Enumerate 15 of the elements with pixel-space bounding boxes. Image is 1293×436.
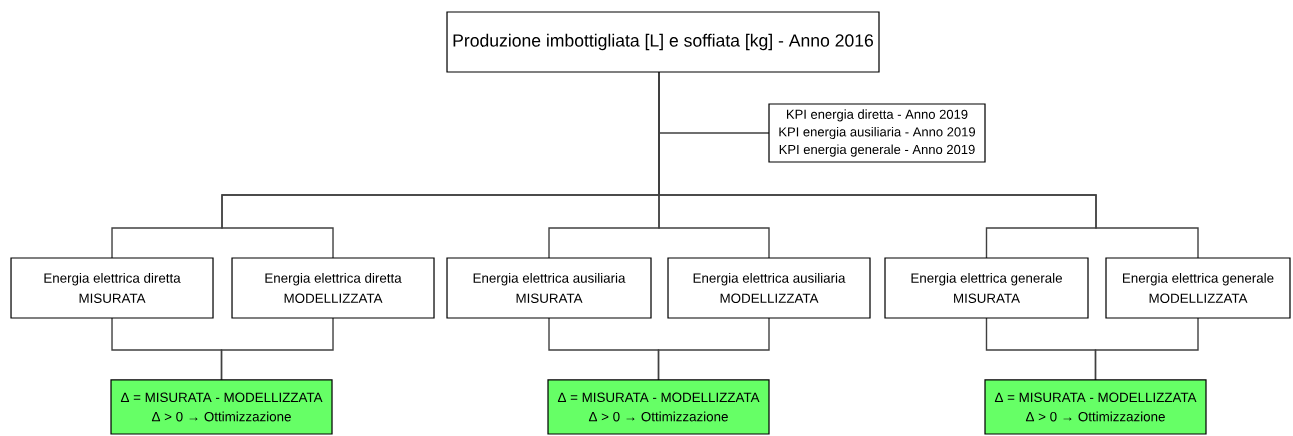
title-box: Produzione imbottigliata [L] e soffiata [kg] - Anno 2016 <box>446 11 880 73</box>
energy-box: Energia elettrica ausiliaria MISURATA <box>446 257 652 319</box>
energy-box: Energia elettrica generale MODELLIZZATA <box>1105 257 1291 319</box>
connector-line <box>220 317 334 381</box>
connector-line <box>1094 317 1199 381</box>
result-box: Δ = MISURATA - MODELLIZZATA Δ > 0 → Ottimizzazione <box>547 379 770 435</box>
connector-line <box>657 317 770 381</box>
energy-box: Energia elettrica ausiliaria MODELLIZZATA <box>667 257 871 319</box>
energy-box: Energia elettrica diretta MODELLIZZATA <box>231 257 435 319</box>
result-box: Δ = MISURATA - MODELLIZZATA Δ > 0 → Ottimizzazione <box>984 379 1207 435</box>
energy-box: Energia elettrica diretta MISURATA <box>10 257 214 319</box>
energy-box: Energia elettrica generale MISURATA <box>884 257 1089 319</box>
kpi-box: KPI energia diretta - Anno 2019 KPI energia ausiliaria - Anno 2019 KPI energia generale - Anno 2019 <box>768 103 986 163</box>
result-box: Δ = MISURATA - MODELLIZZATA Δ > 0 → Ottimizzazione <box>110 379 333 435</box>
connector-line <box>658 71 1199 259</box>
